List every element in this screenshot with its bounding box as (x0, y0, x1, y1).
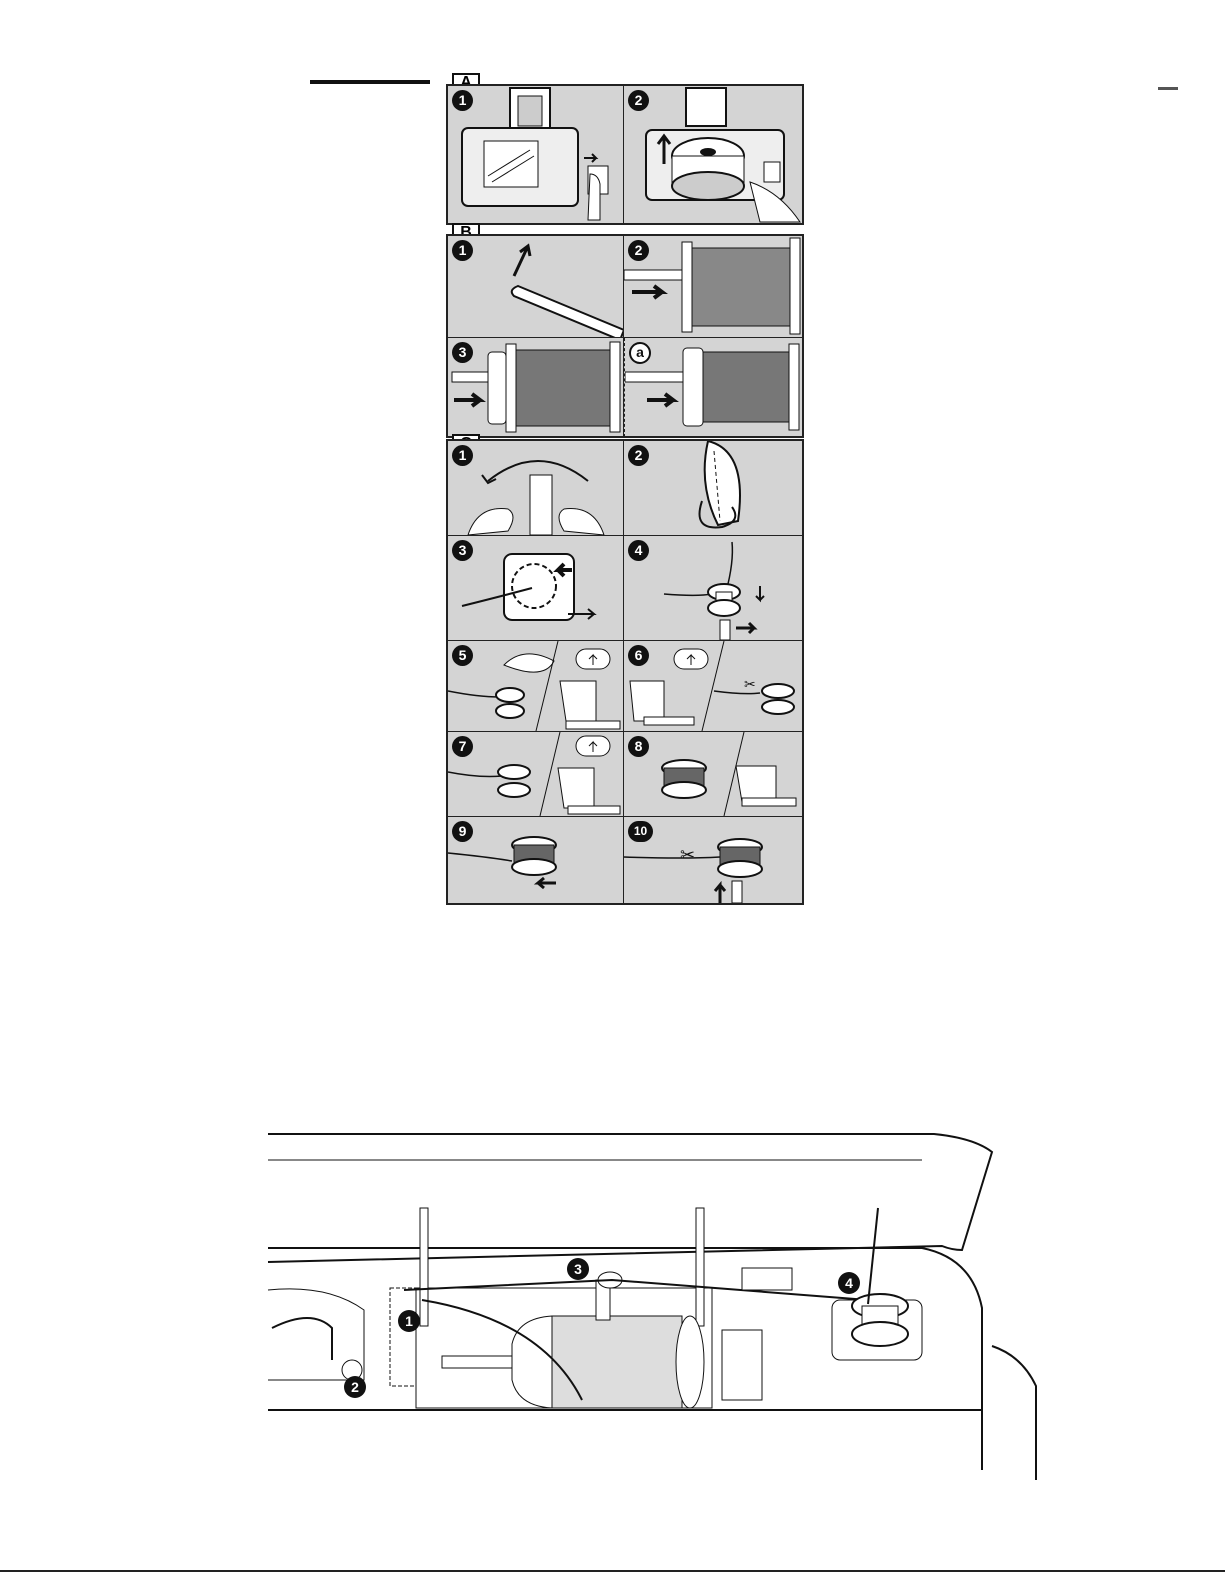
stop-cut-thread-illustration: ✂ (624, 641, 802, 731)
svg-text:✂: ✂ (680, 845, 695, 865)
step-c7-badge: 7 (452, 736, 473, 757)
spool-cap-illustration (448, 338, 623, 436)
step-c4-badge: 4 (628, 540, 649, 561)
cover-plate-removal-illustration (448, 86, 623, 223)
thread-guide-illustration (624, 441, 802, 535)
callout-4: 4 (838, 1272, 860, 1294)
panel-c7: 7 (448, 732, 624, 817)
step-c10-badge: 10 (628, 821, 653, 842)
svg-text:✂: ✂ (744, 676, 756, 692)
step-c9-badge: 9 (452, 821, 473, 842)
step-ba-badge: a (629, 342, 651, 364)
section-c: 1 2 3 4 (446, 439, 804, 905)
panel-c10: ✂ 10 (624, 817, 803, 904)
panel-c5: 5 (448, 641, 624, 732)
panel-c4: 4 (624, 536, 803, 641)
step-a1-badge: 1 (452, 90, 473, 111)
step-a2-badge: 2 (628, 90, 649, 111)
page-edge-mark (1158, 87, 1178, 90)
section-b: 1 2 3 a (446, 234, 804, 438)
thread-wrap-hands-illustration (448, 441, 623, 535)
step-c5-badge: 5 (452, 645, 473, 666)
header-rule (310, 80, 430, 84)
panel-ba: a (624, 338, 804, 437)
panel-b1: 1 (448, 236, 624, 338)
footer-rule (0, 1570, 1225, 1572)
pretension-disc-illustration (448, 536, 623, 640)
step-c1-badge: 1 (452, 445, 473, 466)
step-b1-badge: 1 (452, 240, 473, 261)
step-b2-badge: 2 (628, 240, 649, 261)
full-bobbin-release-pedal-illustration (624, 732, 802, 816)
panel-a1: 1 (448, 86, 624, 224)
panel-b2: 2 (624, 236, 803, 338)
spool-placement-illustration (624, 236, 802, 337)
panel-c3: 3 (448, 536, 624, 641)
step-c2-badge: 2 (628, 445, 649, 466)
panel-a2: 2 (624, 86, 803, 224)
panel-c2: 2 (624, 441, 803, 536)
panel-c6: ✂ 6 (624, 641, 803, 732)
spool-pin-raise-illustration (448, 236, 623, 337)
step-c3-badge: 3 (452, 540, 473, 561)
machine-top-illustration (262, 1130, 1042, 1480)
hold-thread-press-pedal-illustration (448, 641, 623, 731)
return-shaft-illustration (448, 817, 623, 903)
section-a: 1 2 (446, 84, 804, 225)
restart-winding-illustration (448, 732, 623, 816)
small-spool-cap-illustration (625, 338, 803, 436)
step-b3-badge: 3 (452, 342, 473, 363)
bobbin-removal-illustration (624, 86, 802, 223)
bobbin-on-shaft-illustration (624, 536, 802, 640)
bobbin-winding-threading-diagram: 1 2 3 4 (262, 1130, 1042, 1480)
callout-2: 2 (344, 1376, 366, 1398)
callout-1: 1 (398, 1310, 420, 1332)
panel-c9: 9 (448, 817, 624, 904)
panel-c8: 8 (624, 732, 803, 817)
step-c8-badge: 8 (628, 736, 649, 757)
step-c6-badge: 6 (628, 645, 649, 666)
panel-c1: 1 (448, 441, 624, 536)
panel-b3: 3 (448, 338, 624, 437)
callout-3: 3 (567, 1258, 589, 1280)
